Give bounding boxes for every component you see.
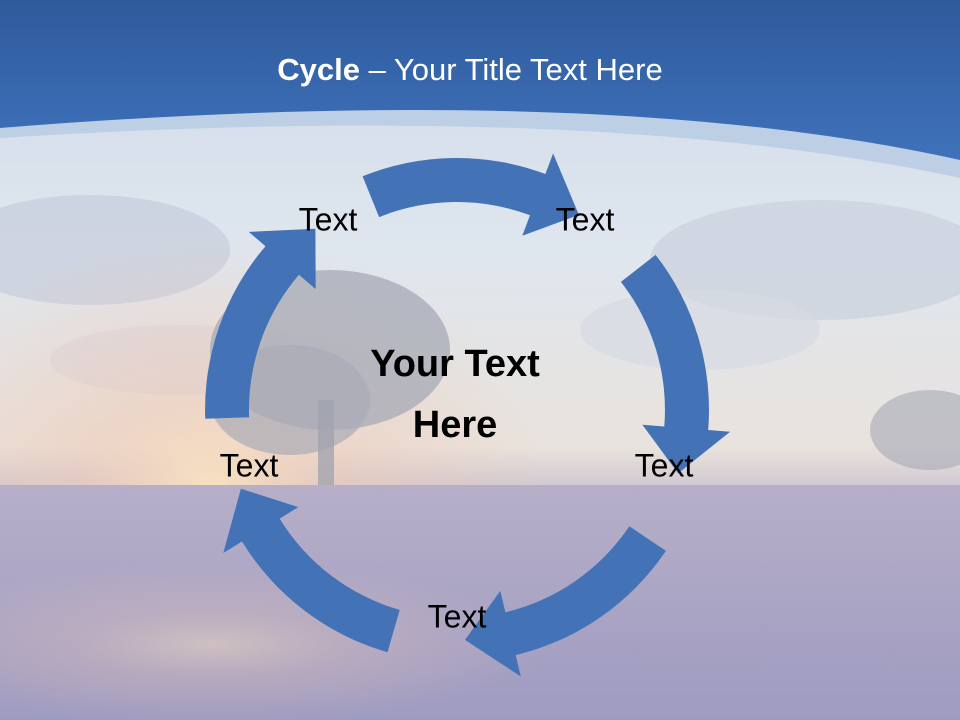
title-bold: Cycle (277, 52, 360, 87)
cycle-label-left: Text (219, 447, 279, 484)
arrow-bottom-left (223, 488, 400, 653)
cycle-arrows (205, 153, 731, 677)
cycle-label-bottom: Text (427, 598, 487, 635)
cycle-label-top-left: Text (298, 201, 358, 238)
cycle-label-right: Text (634, 447, 694, 484)
arrow-left (205, 228, 316, 419)
cycle-label-top-right: Text (555, 201, 615, 238)
title-rest: – Your Title Text Here (360, 52, 663, 87)
slide-title: Cycle – Your Title Text Here (0, 52, 940, 88)
arrow-top (362, 153, 579, 236)
arrow-right (620, 254, 731, 474)
center-text: Your Text Here (370, 343, 540, 446)
arrow-bottom-right (465, 526, 666, 677)
